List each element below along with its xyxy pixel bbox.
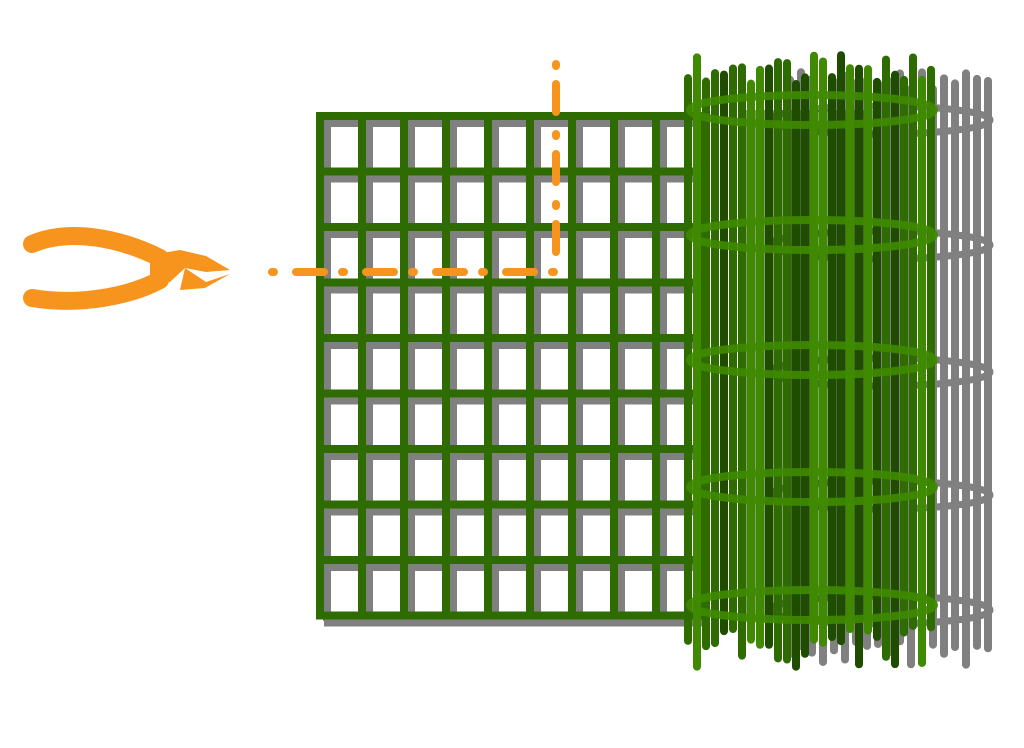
pliers-handle-top bbox=[23, 227, 169, 267]
flat-mesh-shadow bbox=[323, 119, 710, 627]
roll-ring bbox=[686, 586, 938, 624]
roll-ring bbox=[686, 468, 938, 506]
pliers-jaw bbox=[180, 268, 230, 290]
roll-ring bbox=[686, 91, 938, 129]
pliers-handle-bottom bbox=[23, 271, 169, 310]
pliers-icon bbox=[23, 227, 230, 310]
pliers-head bbox=[150, 250, 230, 285]
cut-line bbox=[268, 56, 560, 276]
wire-mesh-roll bbox=[684, 51, 994, 671]
roll-ring bbox=[686, 341, 938, 379]
flat-wire-mesh bbox=[316, 112, 710, 620]
roll-ring bbox=[686, 216, 938, 254]
cut-line-path bbox=[268, 56, 560, 276]
